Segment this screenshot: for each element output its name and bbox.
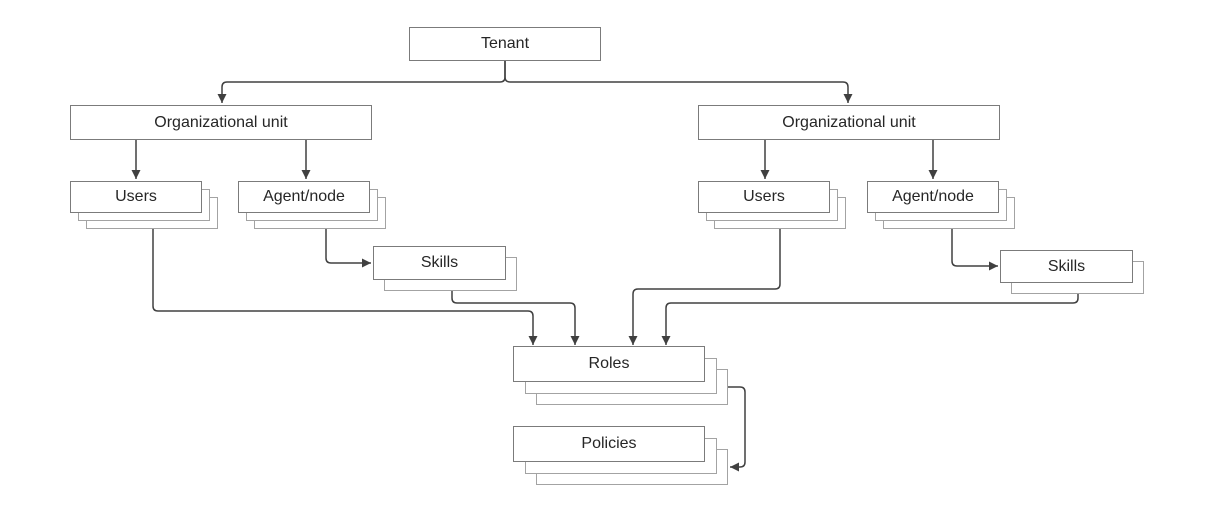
organizational-unit-right-box: Organizational unit: [698, 105, 1000, 140]
organizational-unit-left-box: Organizational unit: [70, 105, 372, 140]
connector-users-right-to-roles: [628, 229, 781, 345]
connector-agent-right-to-skills-right: [951, 229, 998, 271]
node-organizational-unit-left: Organizational unit: [70, 105, 372, 140]
node-roles: Roles: [513, 346, 728, 405]
users-left-label: Users: [115, 188, 157, 205]
node-agent-node-right: Agent/node: [867, 181, 1015, 229]
tenant-box: Tenant: [409, 27, 601, 61]
connector-skills-left-to-roles: [451, 291, 580, 345]
users-left-box: Users: [70, 181, 202, 213]
node-skills-right: Skills: [1000, 250, 1144, 294]
roles-label: Roles: [588, 355, 630, 372]
tenant-label: Tenant: [480, 35, 530, 52]
organizational-unit-left-label: Organizational unit: [154, 113, 288, 131]
roles-box: Roles: [513, 346, 705, 382]
connector-tenant-to-ou-right: [504, 61, 853, 103]
node-organizational-unit-right: Organizational unit: [698, 105, 1000, 140]
users-right-label: Users: [743, 188, 785, 205]
skills-right-box: Skills: [1000, 250, 1133, 283]
policies-box: Policies: [513, 426, 705, 462]
skills-left-label: Skills: [420, 254, 459, 271]
agent-node-right-box: Agent/node: [867, 181, 999, 213]
node-users-right: Users: [698, 181, 846, 229]
skills-left-box: Skills: [373, 246, 506, 280]
node-users-left: Users: [70, 181, 218, 229]
connector-tenant-to-ou-left: [217, 61, 506, 103]
node-skills-left: Skills: [373, 246, 517, 291]
agent-node-left-label: Agent/node: [263, 188, 345, 205]
connector-agent-left-to-skills-left: [325, 229, 371, 268]
connector-roles-to-policies: [728, 386, 746, 472]
connector-users-left-to-roles: [152, 229, 538, 345]
node-agent-node-left: Agent/node: [238, 181, 386, 229]
connector-skills-right-to-roles: [661, 294, 1079, 345]
policies-label: Policies: [581, 435, 637, 452]
users-right-box: Users: [698, 181, 830, 213]
node-policies: Policies: [513, 426, 728, 485]
agent-node-left-box: Agent/node: [238, 181, 370, 213]
agent-node-right-label: Agent/node: [892, 188, 974, 205]
node-tenant: Tenant: [409, 27, 601, 61]
skills-right-label: Skills: [1047, 257, 1086, 275]
organizational-unit-right-label: Organizational unit: [782, 113, 916, 131]
